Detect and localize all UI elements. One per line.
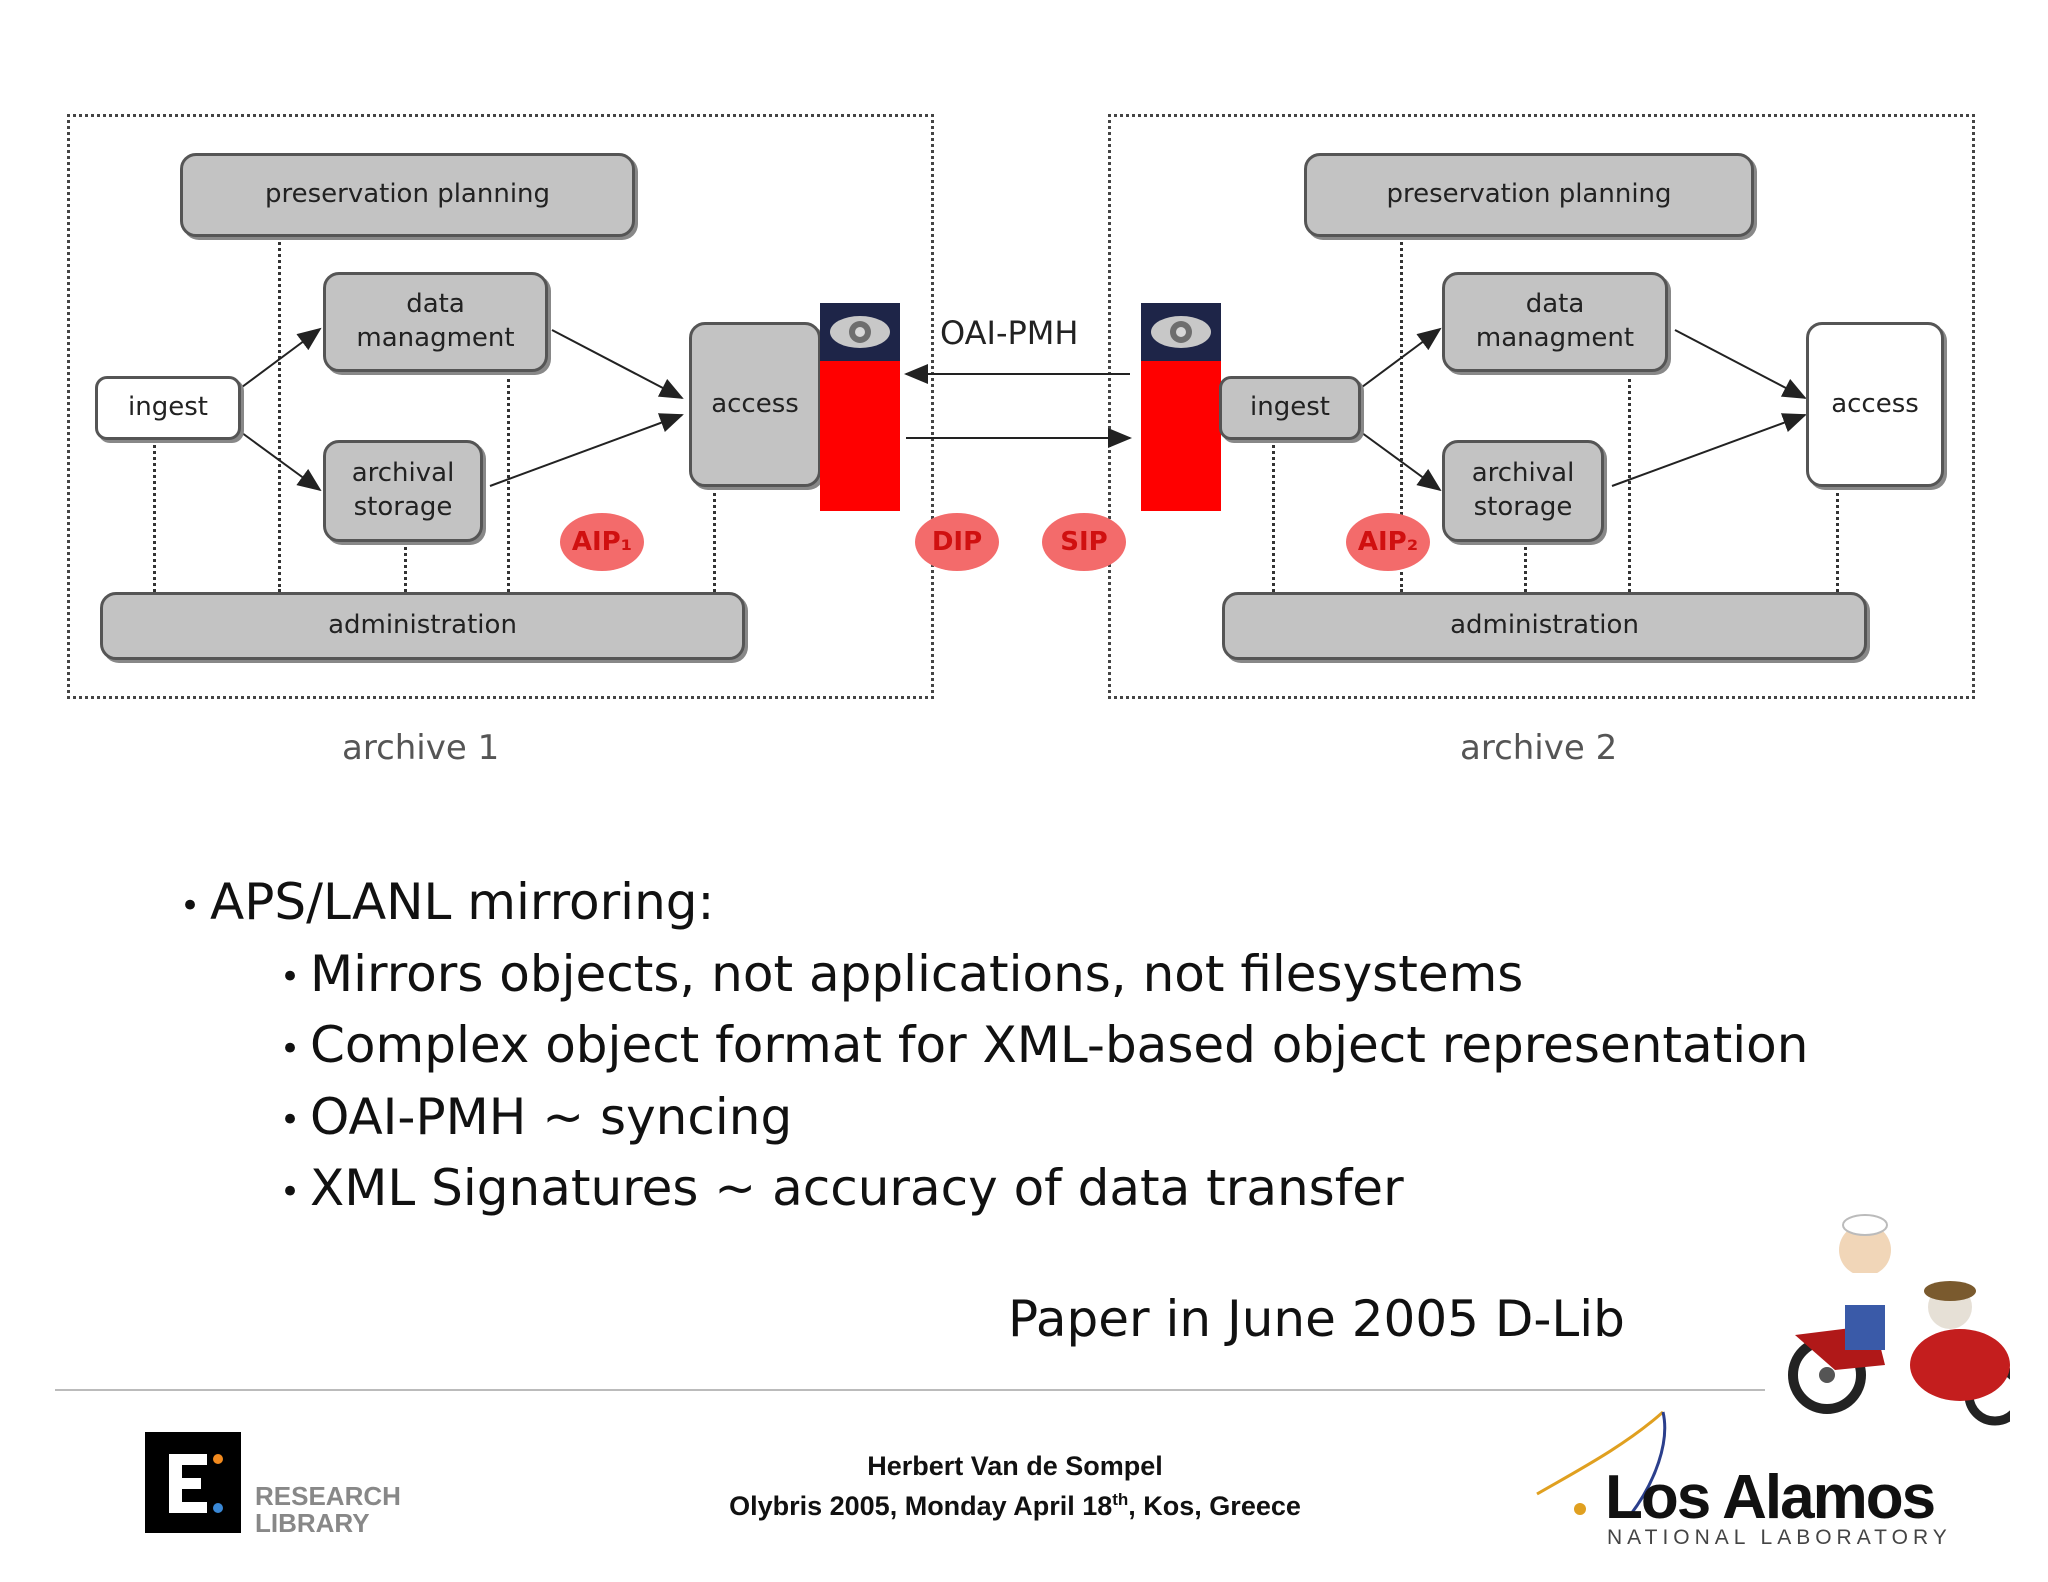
archive-2-archival-storage: archival storage [1442, 440, 1604, 542]
arrow-storage-to-access [489, 413, 684, 487]
archive-2-server [1141, 303, 1221, 511]
arrow-data-to-access [551, 329, 684, 399]
eye-logo-icon [1141, 303, 1221, 361]
arrow-ingest-to-storage [1357, 429, 1442, 492]
footer-credits: Herbert Van de Sompel Olybris 2005, Mond… [700, 1449, 1330, 1523]
bullet-list: •APS/LANL mirroring: •Mirrors objects, n… [180, 868, 1808, 1226]
arrow-data-to-access [1674, 329, 1807, 399]
archive-1-administration: administration [100, 592, 745, 660]
bullet-main: •APS/LANL mirroring: [180, 873, 715, 931]
archive-2-data-management: data managment [1442, 272, 1668, 372]
bullet-sub: •XML Signatures ~ accuracy of data trans… [280, 1159, 1404, 1217]
eye-logo-icon [820, 303, 900, 361]
archive-1-ingest: ingest [95, 376, 241, 440]
archive-2-access: access [1806, 322, 1944, 487]
connector-line [1836, 487, 1839, 592]
archive-2-administration: administration [1222, 592, 1867, 660]
lanl-orbit-logo [1536, 1410, 1667, 1515]
connector-line [404, 542, 407, 592]
sip-badge: SIP [1042, 513, 1126, 571]
archive-1-frame [67, 114, 934, 699]
archive-2-preservation-planning: preservation planning [1304, 153, 1754, 237]
connector-line [713, 487, 716, 592]
archive-1-preservation-planning: preservation planning [180, 153, 635, 237]
connector-line [153, 440, 156, 592]
archive-1-access: access [689, 322, 821, 487]
aip-1-badge: AIP₁ [560, 513, 644, 571]
archive-2-frame [1108, 114, 1975, 699]
dip-badge: DIP [915, 513, 999, 571]
bullet-sub: •OAI-PMH ~ syncing [280, 1087, 793, 1146]
archive-2-ingest: ingest [1219, 376, 1361, 440]
archive-1-data-management: data managment [323, 272, 548, 372]
archive-1-archival-storage: archival storage [323, 440, 483, 542]
archive-1-server [820, 303, 900, 511]
research-library-logo [145, 1432, 241, 1533]
connector-line [1400, 237, 1403, 592]
diagram-arrows [237, 327, 1807, 492]
arrow-ingest-to-data [237, 327, 322, 391]
aip-2-badge: AIP₂ [1346, 513, 1430, 571]
arrow-ingest-to-data [1357, 327, 1442, 391]
footer-author: Herbert Van de Sompel [867, 1451, 1163, 1481]
bullet-sub: •Complex object format for XML-based obj… [280, 1016, 1809, 1074]
lanl-name: Los Alamos [1605, 1463, 1936, 1532]
oai-pmh-label: OAI-PMH [940, 314, 1079, 352]
bullet-sub: •Mirrors objects, not applications, not … [280, 944, 1524, 1003]
connector-line [507, 372, 510, 592]
connector-line [1272, 440, 1275, 592]
cartoon-illustration [1788, 1214, 2010, 1426]
arrow-storage-to-access [1611, 413, 1807, 487]
footer-event: Olybris 2005, Monday April 18th, Kos, Gr… [729, 1490, 1301, 1521]
arrow-ingest-to-storage [237, 429, 322, 492]
connector-line [1628, 372, 1631, 592]
archive-2-label: archive 2 [1460, 728, 1618, 768]
archive-1-label: archive 1 [342, 728, 500, 768]
connector-line [278, 237, 281, 592]
paper-note: Paper in June 2005 D-Lib [1008, 1290, 1625, 1348]
research-library-text: RESEARCH LIBRARY [255, 1481, 401, 1538]
lanl-subtitle: NATIONAL LABORATORY [1607, 1526, 1952, 1549]
connector-line [1524, 542, 1527, 592]
footer-divider [55, 1389, 1765, 1391]
